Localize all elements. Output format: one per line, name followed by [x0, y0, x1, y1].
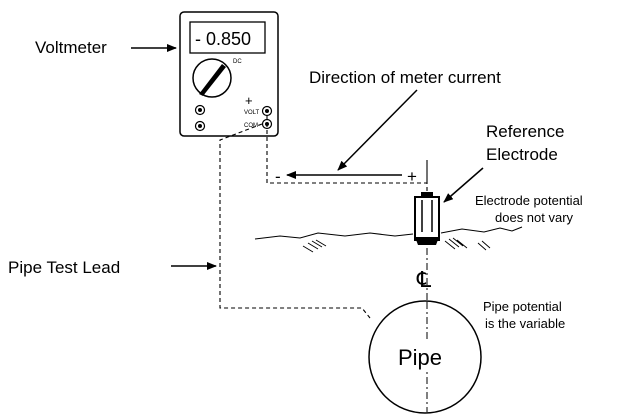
volt-plus-sign: +	[245, 93, 253, 108]
soil-hatching	[302, 237, 491, 253]
current-direction-pointer	[337, 89, 418, 171]
voltmeter-label: Voltmeter	[35, 38, 107, 57]
pipe-test-lead-label: Pipe Test Lead	[8, 258, 120, 277]
pipe-test-lead	[219, 123, 371, 319]
reference-electrode-icon	[414, 192, 440, 245]
voltmeter-display	[189, 21, 266, 54]
voltmeter-icon: - 0.850 DC + VOLT COM	[179, 11, 279, 137]
electrode-potential-line1: Electrode potential	[475, 193, 583, 208]
electrode-potential-line2: does not vary	[495, 210, 574, 225]
centerline-symbol: ℄	[416, 267, 432, 292]
current-direction-label: Direction of meter current	[309, 68, 501, 87]
pipe-label: Pipe	[398, 345, 442, 370]
com-terminal-label: COM	[244, 123, 258, 129]
ground-surface	[254, 226, 523, 240]
voltmeter-reading: - 0.850	[195, 29, 251, 49]
pipe-potential-line2: is the variable	[485, 316, 565, 331]
reference-label-line2: Electrode	[486, 145, 558, 164]
dial-pointer-icon	[199, 64, 226, 96]
pipe-potential-line1: Pipe potential	[483, 299, 562, 314]
reference-label-line1: Reference	[486, 122, 564, 141]
lead-minus-sign: -	[275, 167, 281, 186]
reference-pointer	[443, 167, 484, 203]
volt-terminal-label: VOLT	[244, 110, 260, 116]
reference-electrode-lead	[266, 116, 428, 196]
lead-plus-sign: +	[407, 167, 417, 186]
dc-mark: DC	[233, 59, 242, 65]
